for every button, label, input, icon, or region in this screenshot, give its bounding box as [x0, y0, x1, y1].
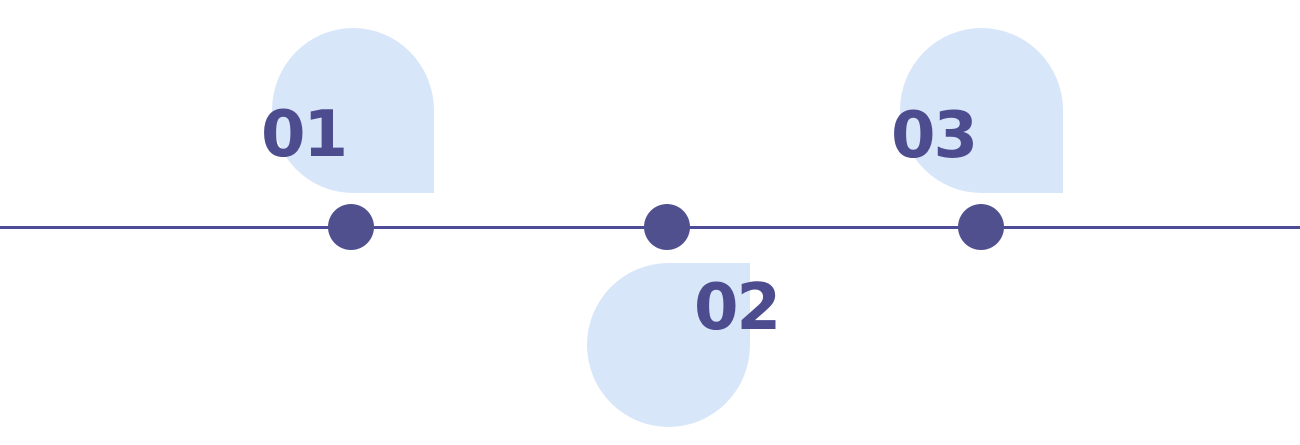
- step-02-bubble: [587, 263, 750, 427]
- timeline-dot-02: [644, 204, 690, 250]
- step-02-number: 02: [694, 271, 781, 345]
- timeline-dot-03: [958, 204, 1004, 250]
- timeline-dot-01: [328, 204, 374, 250]
- step-03-bubble: [900, 28, 1063, 193]
- step-01-bubble: [272, 28, 434, 193]
- step-01-number: 01: [261, 98, 348, 172]
- step-03-number: 03: [891, 99, 978, 173]
